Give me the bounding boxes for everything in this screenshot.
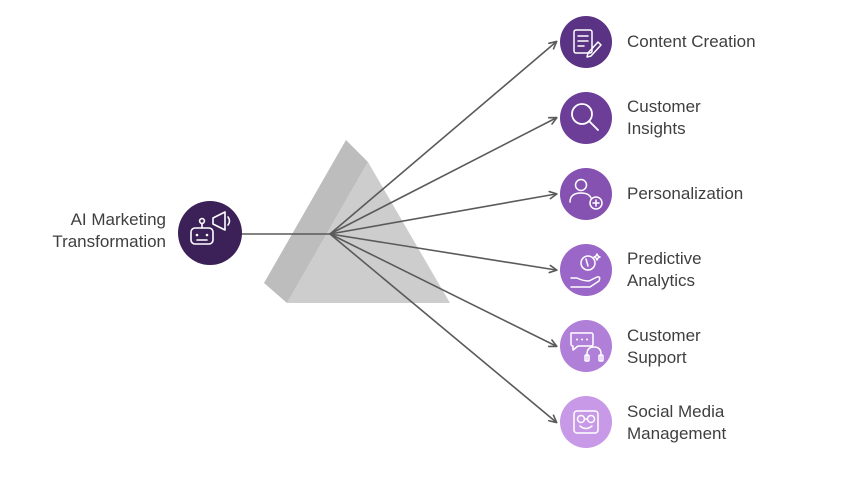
label-social-media-management-line-1: Social Media bbox=[627, 402, 725, 421]
label-personalization-line-1: Personalization bbox=[627, 184, 744, 203]
magnifier-icon bbox=[571, 103, 599, 131]
label-customer-insights-line-1: Customer bbox=[627, 97, 701, 116]
label-social-media-management-line-2: Management bbox=[627, 424, 727, 443]
chat-headset-icon bbox=[570, 332, 604, 362]
node-social-media-management bbox=[560, 396, 612, 448]
node-personalization bbox=[560, 168, 612, 220]
label-predictive-analytics-line-2: Analytics bbox=[627, 271, 696, 290]
arrow-to-content-creation bbox=[329, 40, 558, 235]
source-node bbox=[178, 201, 242, 265]
document-pen-icon bbox=[573, 29, 602, 58]
label-personalization: Personalization bbox=[627, 183, 743, 205]
node-customer-support bbox=[560, 320, 612, 372]
node-circle-customer-insights bbox=[560, 92, 612, 144]
arrow-to-customer-support bbox=[329, 233, 558, 348]
label-customer-insights: Customer Insights bbox=[627, 96, 701, 140]
prism-side-face bbox=[264, 140, 368, 303]
node-customer-insights bbox=[560, 92, 612, 144]
label-predictive-analytics: Predictive Analytics bbox=[627, 248, 702, 292]
label-content-creation-line-1: Content Creation bbox=[627, 32, 756, 51]
hand-lightbulb-icon bbox=[570, 253, 601, 288]
arrow-to-predictive-analytics bbox=[329, 233, 558, 274]
source-circle bbox=[178, 201, 242, 265]
node-circle-content-creation bbox=[560, 16, 612, 68]
output-nodes bbox=[560, 16, 612, 448]
robot-megaphone-icon bbox=[190, 211, 231, 245]
arrow-to-social-media-management bbox=[329, 233, 558, 424]
label-customer-support-line-2: Support bbox=[627, 348, 687, 367]
label-customer-support: Customer Support bbox=[627, 325, 701, 369]
source-label-line-2: Transformation bbox=[52, 232, 166, 251]
social-emoji-icon bbox=[573, 410, 599, 434]
output-arrows bbox=[329, 40, 558, 424]
node-predictive-analytics bbox=[560, 244, 612, 296]
arrow-to-personalization bbox=[329, 190, 558, 235]
node-content-creation bbox=[560, 16, 612, 68]
prism bbox=[264, 140, 450, 303]
arrow-to-customer-insights bbox=[329, 116, 558, 235]
user-add-icon bbox=[569, 178, 603, 210]
label-customer-insights-line-2: Insights bbox=[627, 119, 686, 138]
label-content-creation: Content Creation bbox=[627, 31, 756, 53]
label-customer-support-line-1: Customer bbox=[627, 326, 701, 345]
source-label-line-1: AI Marketing bbox=[70, 210, 166, 229]
label-predictive-analytics-line-1: Predictive bbox=[627, 249, 702, 268]
label-social-media-management: Social Media Management bbox=[627, 401, 726, 445]
source-label: AI Marketing Transformation bbox=[20, 209, 166, 253]
prism-front-face bbox=[287, 162, 450, 303]
node-circle-social-media-management bbox=[560, 396, 612, 448]
